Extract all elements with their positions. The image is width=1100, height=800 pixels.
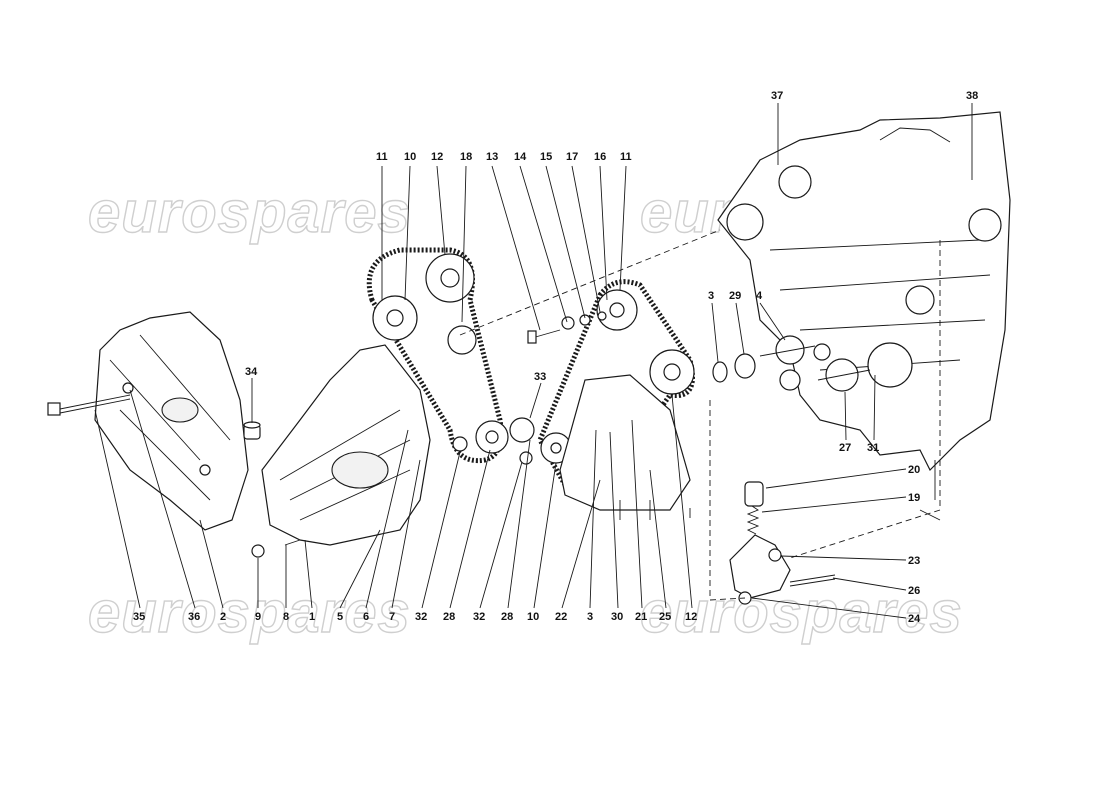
callout-18: 18: [460, 151, 472, 163]
callouts-right-top: 37 38 3 29 4 27 31: [708, 90, 978, 454]
watermark-top-left: eurospares: [88, 180, 411, 245]
callout-13: 13: [486, 151, 498, 163]
callout-10-b: 10: [527, 611, 539, 623]
callout-23: 23: [908, 555, 920, 567]
callout-12-a: 12: [431, 151, 443, 163]
callout-38: 38: [966, 90, 978, 102]
callout-36: 36: [188, 611, 200, 623]
callout-3-a: 3: [708, 290, 714, 302]
callouts-bottom-row: 35 36 2 9 8 1 5 6 7 32 28 32 28 10 22 3 …: [133, 611, 697, 623]
callout-33: 33: [534, 371, 546, 383]
callout-3-b: 3: [587, 611, 593, 623]
callout-24: 24: [908, 613, 921, 625]
callout-11-a: 11: [376, 151, 388, 163]
pump-housing: [559, 374, 691, 520]
leader-lines: [94, 103, 973, 619]
callouts-tensioner: 20 19 23 26 24: [908, 464, 921, 625]
callout-16: 16: [594, 151, 606, 163]
callout-27: 27: [839, 442, 851, 454]
callout-28-a: 28: [443, 611, 455, 623]
callouts-left-mid: 34 33: [245, 366, 546, 383]
callouts-top-row: 11 10 12 18 13 14 15 17 16 11: [376, 151, 632, 163]
callout-15: 15: [540, 151, 552, 163]
callout-26: 26: [908, 585, 920, 597]
callout-20: 20: [908, 464, 920, 476]
cam-drive-gears: [712, 335, 871, 392]
callout-37: 37: [771, 90, 783, 102]
callout-7: 7: [389, 611, 395, 623]
bolt-35: [47, 394, 131, 416]
callout-12-b: 12: [685, 611, 697, 623]
callout-4: 4: [756, 290, 763, 302]
callout-28-b: 28: [501, 611, 513, 623]
callout-31: 31: [867, 442, 879, 454]
fasteners-13-17: [527, 311, 607, 344]
tensioner-assembly: [729, 481, 836, 605]
alignment-lines: [459, 229, 941, 601]
callout-6: 6: [363, 611, 369, 623]
callout-11-b: 11: [620, 151, 632, 163]
callout-17: 17: [566, 151, 578, 163]
watermark-bottom-left: eurospares: [88, 580, 411, 645]
callout-22: 22: [555, 611, 567, 623]
callout-32-a: 32: [415, 611, 427, 623]
watermark-bottom-right: eurospares: [640, 580, 963, 645]
callout-29: 29: [729, 290, 741, 302]
callout-8: 8: [283, 611, 289, 623]
callout-9: 9: [255, 611, 261, 623]
callout-19: 19: [908, 492, 920, 504]
callout-14: 14: [514, 151, 527, 163]
grommet-34: [243, 421, 261, 440]
callout-25: 25: [659, 611, 671, 623]
front-timing-cover: [251, 344, 431, 558]
callout-35: 35: [133, 611, 145, 623]
callout-10-a: 10: [404, 151, 416, 163]
callout-32-b: 32: [473, 611, 485, 623]
callout-34: 34: [245, 366, 258, 378]
rear-timing-cover: [94, 311, 249, 531]
callout-30: 30: [611, 611, 623, 623]
callout-1: 1: [309, 611, 315, 623]
callout-5: 5: [337, 611, 343, 623]
callout-2: 2: [220, 611, 226, 623]
engine-block: [717, 111, 1011, 521]
callout-21: 21: [635, 611, 647, 623]
